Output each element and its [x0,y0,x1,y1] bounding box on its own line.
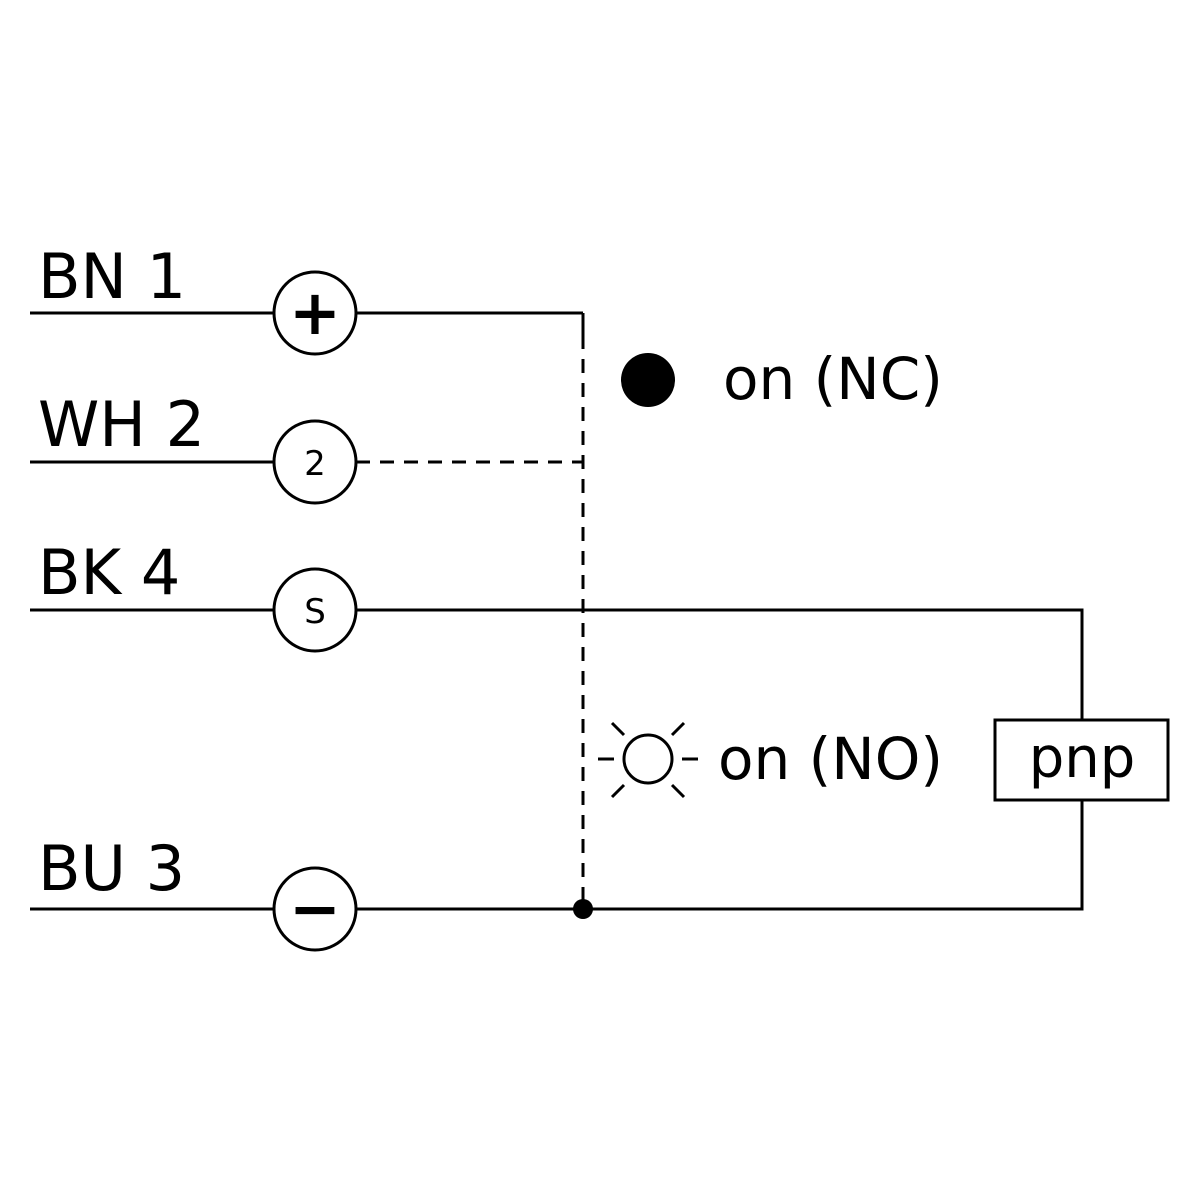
minus-icon: − [289,872,341,945]
wire-label-bu3: BU 3 [38,832,185,905]
wire-label-bk4: BK 4 [38,536,180,609]
terminal-minus [272,866,358,952]
pnp-label: pnp [1029,726,1136,791]
terminal-signal [272,567,358,653]
junction-dot [573,899,593,919]
nc-state-label: on (NC) [723,345,943,413]
terminal-two-label: 2 [304,444,326,484]
no-state-label: on (NO) [718,725,943,793]
terminal-two [272,419,358,505]
wire-bk4-right [356,608,1084,720]
wire-label-wh2: WH 2 [38,388,205,461]
wire-pnp-return [583,800,1084,911]
wire-label-bn1: BN 1 [38,240,186,313]
terminal-plus [272,270,358,356]
filled-led-icon [621,353,675,407]
pnp-box [993,718,1170,802]
terminal-signal-label: S [304,592,326,632]
open-led-icon [598,721,698,799]
plus-icon: + [289,276,341,349]
